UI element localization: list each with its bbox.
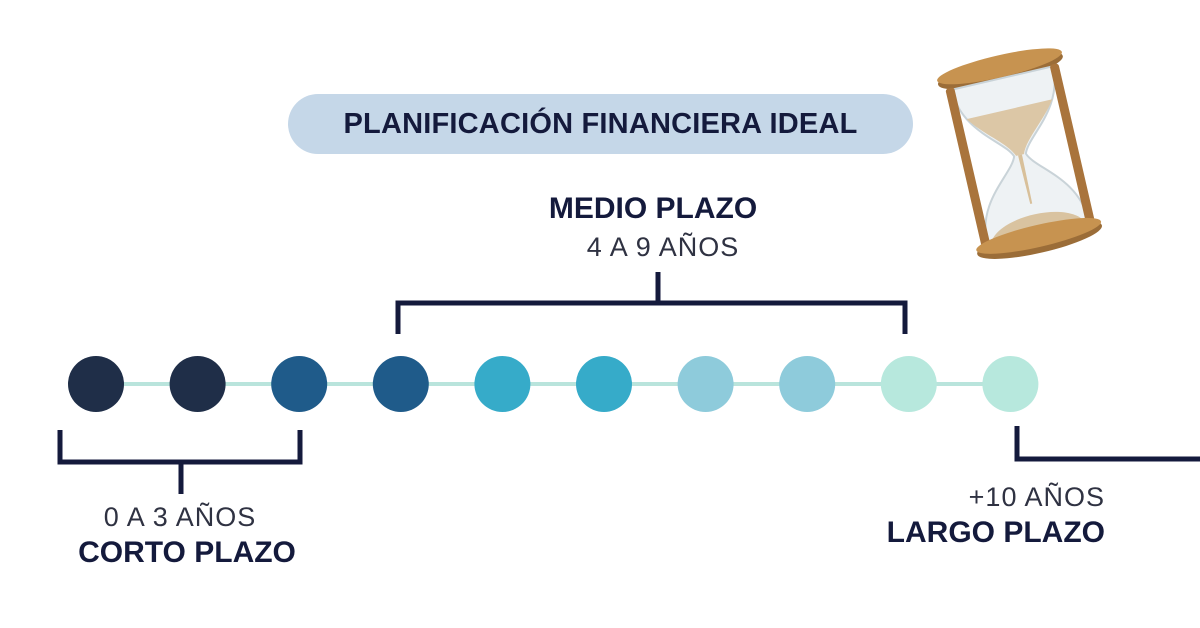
corto-plazo-range: 0 A 3 AÑOS bbox=[103, 502, 257, 532]
corto-plazo-bracket bbox=[57, 430, 303, 494]
timeline-dot bbox=[880, 356, 937, 412]
corto-plazo-label: CORTO PLAZO bbox=[78, 536, 296, 569]
timeline-dot bbox=[474, 356, 531, 412]
largo-plazo-bracket bbox=[1014, 426, 1200, 462]
title-banner: PLANIFICACIÓN FINANCIERA IDEAL bbox=[288, 94, 913, 154]
timeline-dot bbox=[779, 356, 836, 412]
timeline-dot bbox=[677, 356, 734, 412]
timeline-dot bbox=[271, 356, 328, 412]
medio-plazo-bracket bbox=[395, 272, 908, 334]
timeline-dot bbox=[372, 356, 429, 412]
timeline-dot bbox=[982, 356, 1039, 412]
hourglass-icon bbox=[937, 48, 1102, 259]
page-title: PLANIFICACIÓN FINANCIERA IDEAL bbox=[343, 107, 858, 140]
largo-plazo-label: LARGO PLAZO bbox=[886, 516, 1105, 549]
medio-plazo-label: MEDIO PLAZO bbox=[548, 192, 758, 225]
timeline-dots bbox=[68, 356, 1039, 412]
timeline-dot bbox=[169, 356, 226, 412]
timeline-dot bbox=[576, 356, 632, 412]
largo-plazo-range: +10 AÑOS bbox=[968, 482, 1105, 512]
medio-plazo-range: 4 A 9 AÑOS bbox=[586, 232, 740, 262]
timeline-dot bbox=[68, 356, 124, 412]
